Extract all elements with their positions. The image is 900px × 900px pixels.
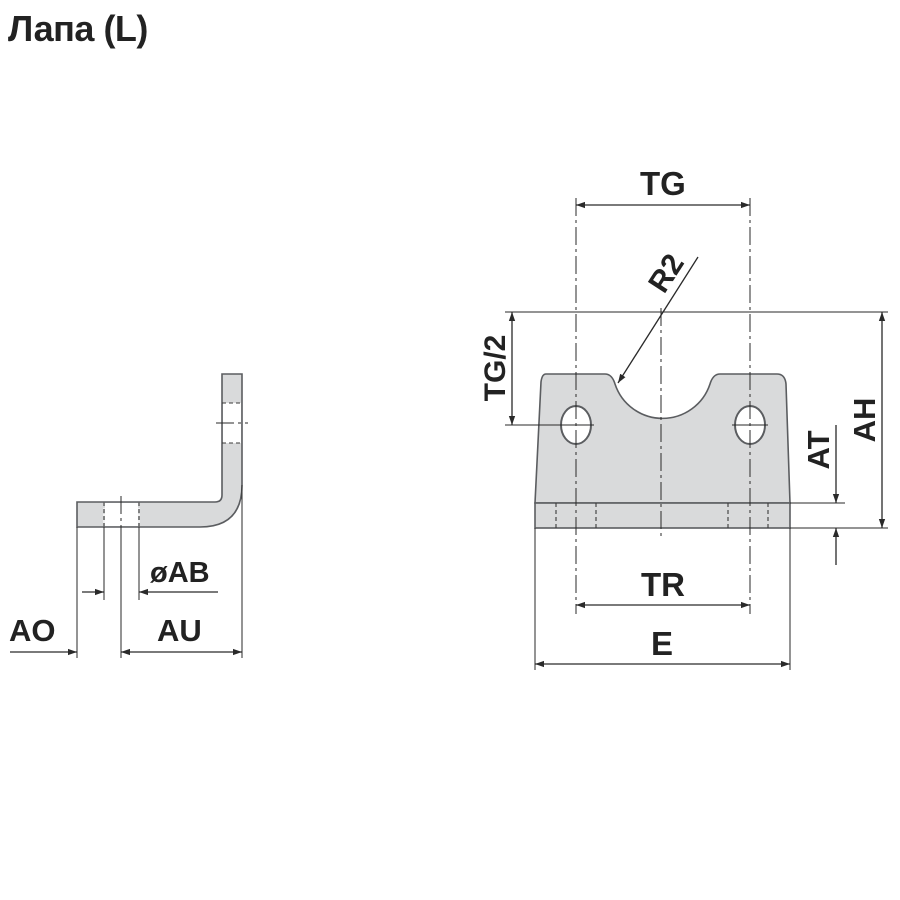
label-e: E <box>651 625 673 662</box>
label-tg-half: TG/2 <box>479 335 512 402</box>
label-r2: R2 <box>642 248 691 298</box>
label-tr: TR <box>641 566 685 603</box>
bracket-side-profile <box>76 373 243 528</box>
label-ao: AO <box>9 613 56 648</box>
page-title: Лапа (L) <box>8 8 148 49</box>
side-view: øAB AO AU <box>9 373 248 658</box>
front-view: TG R2 TG/2 AH AT TR E <box>479 165 888 670</box>
label-at: AT <box>801 430 836 469</box>
bracket-front-base <box>534 502 791 529</box>
label-ah: AH <box>847 398 882 443</box>
label-tg: TG <box>640 165 686 202</box>
label-au: AU <box>157 613 202 648</box>
label-ab: øAB <box>150 557 210 589</box>
